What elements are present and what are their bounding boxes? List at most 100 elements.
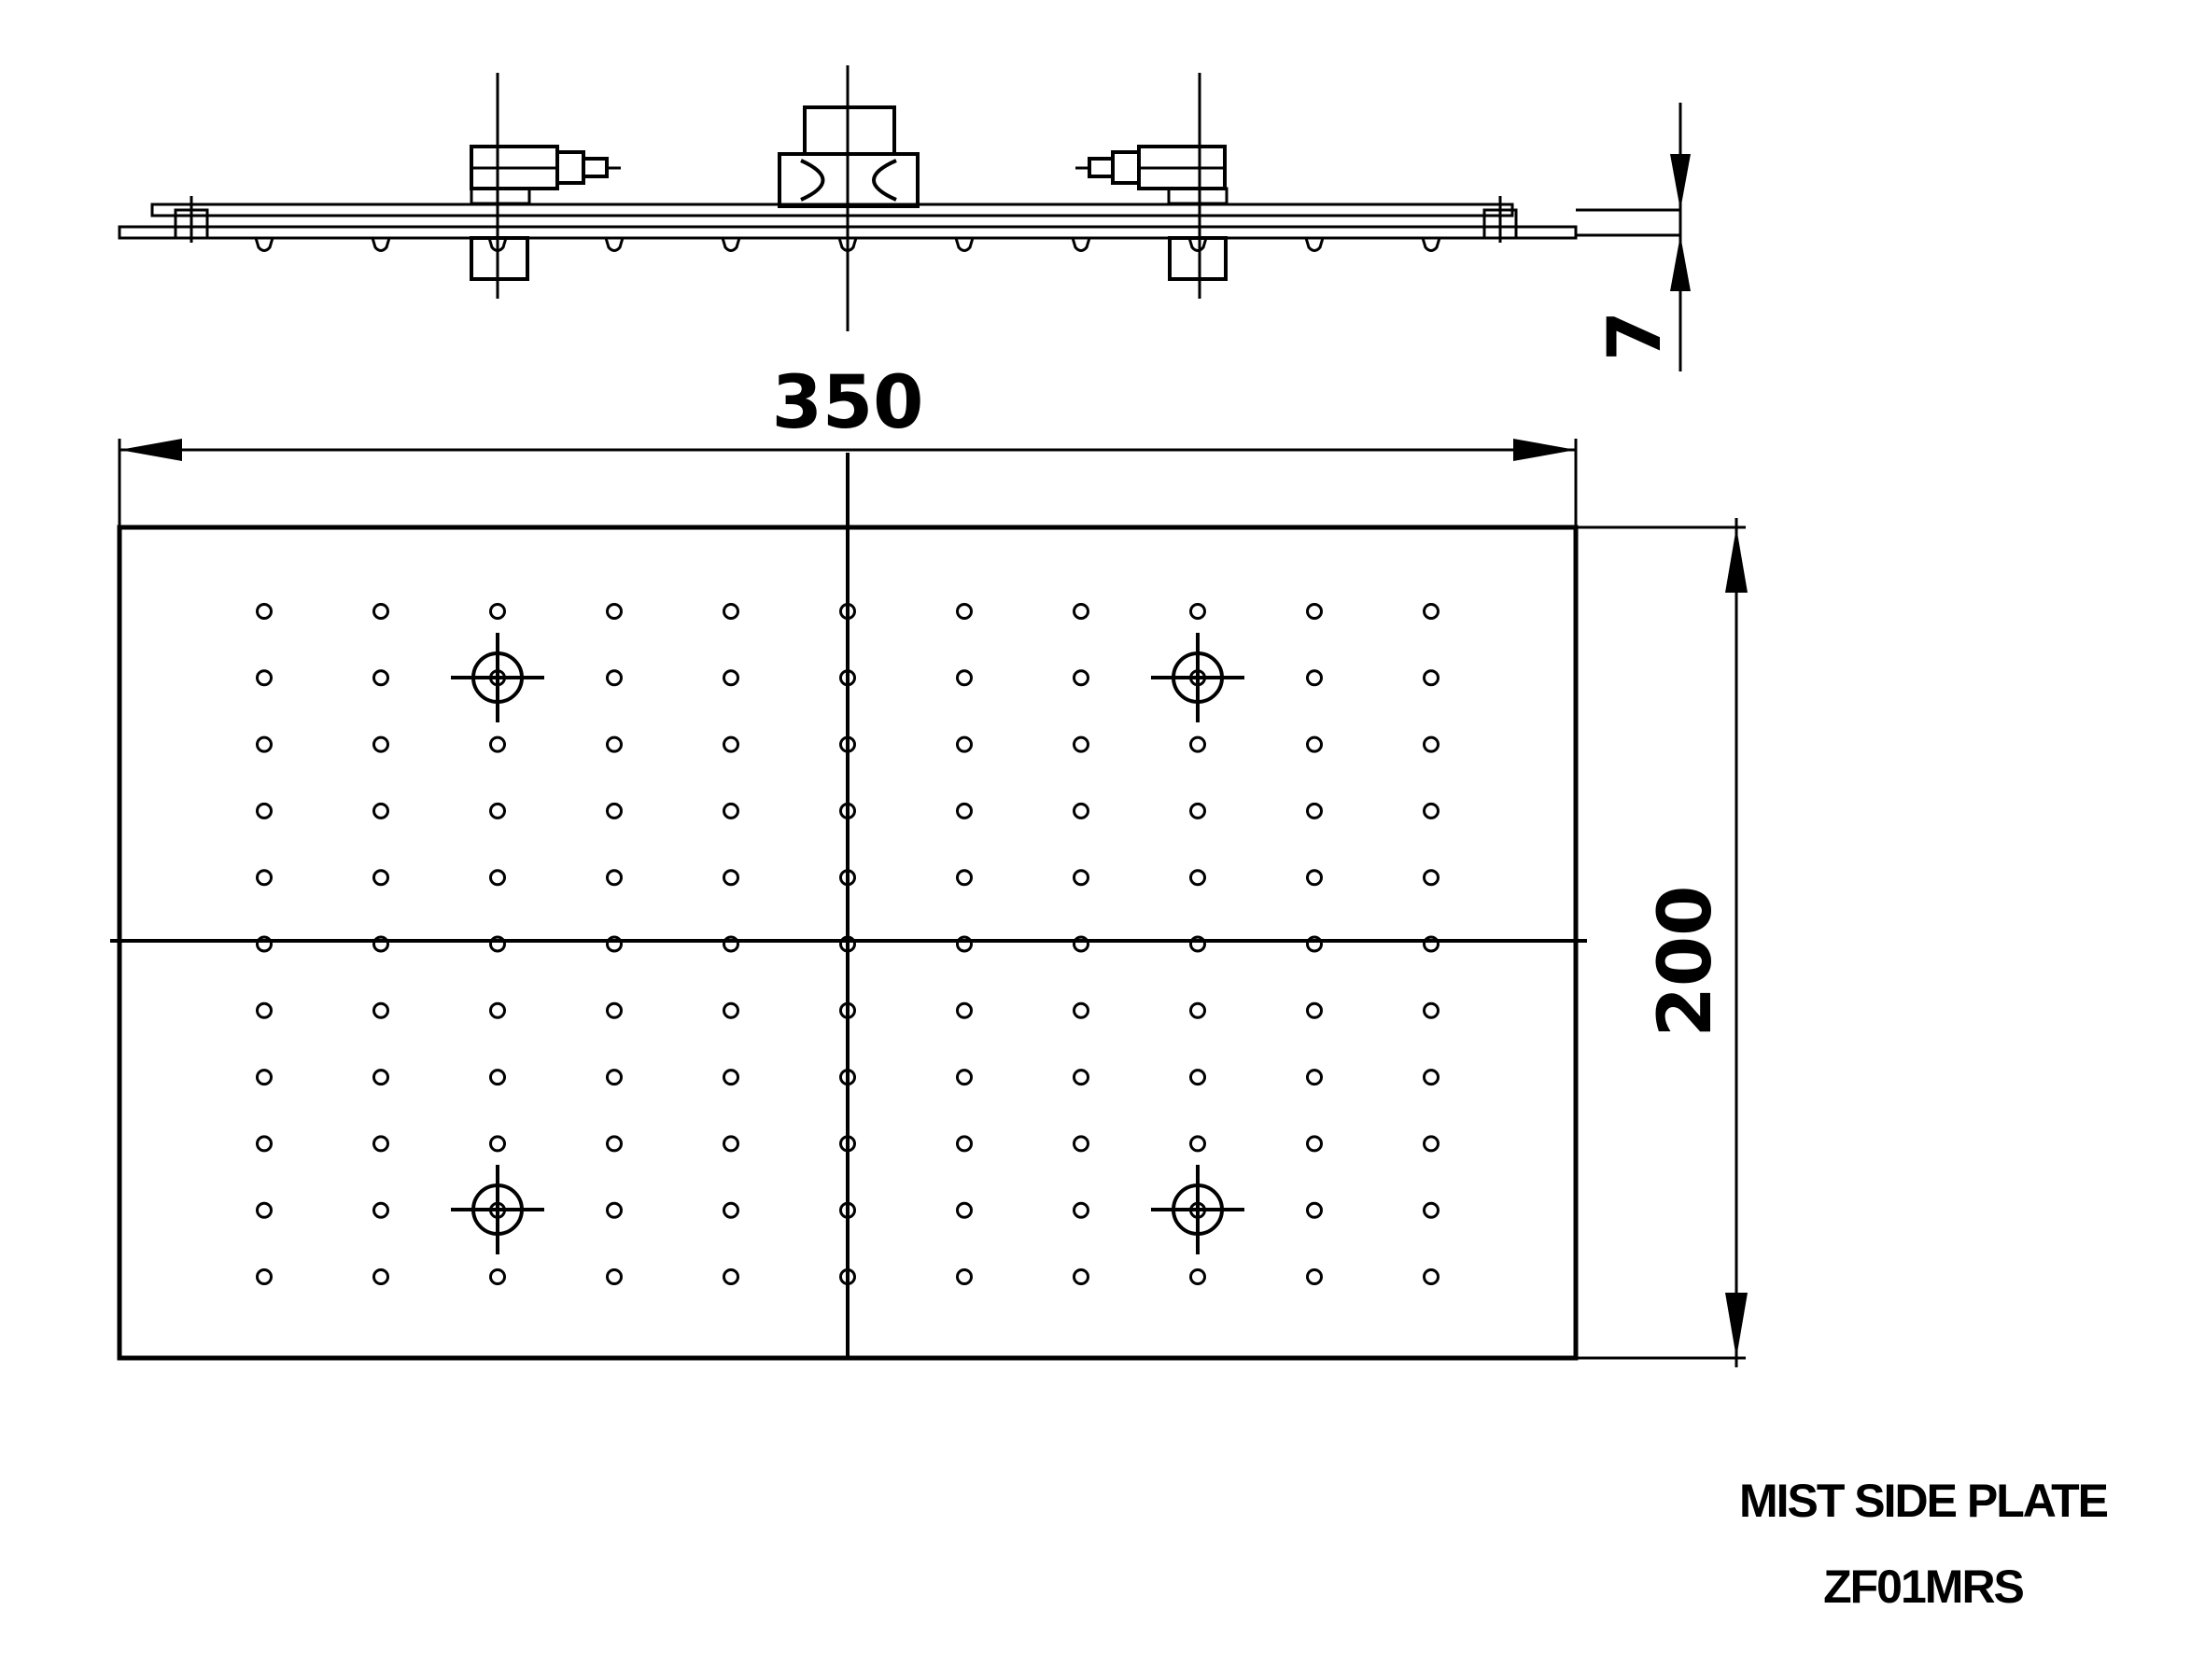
nozzle-hole	[1073, 935, 1089, 953]
nozzle-hole	[1073, 735, 1089, 753]
nozzle-hole	[839, 603, 856, 620]
side-elevation-view: 7	[118, 65, 1691, 371]
height-label: 200	[1644, 886, 1728, 1038]
nozzle-hole	[1073, 669, 1089, 687]
width-label: 350	[772, 361, 924, 445]
nozzle-hole	[839, 1201, 856, 1219]
side-nozzle-bump	[1304, 237, 1325, 252]
nozzle-hole	[606, 1135, 623, 1153]
nozzle-hole	[489, 802, 506, 819]
right-fitting	[1075, 73, 1229, 299]
nozzle-hole	[1189, 1001, 1206, 1019]
nozzle-hole	[1306, 603, 1323, 620]
nozzle-hole	[723, 1201, 739, 1219]
nozzle-hole	[1306, 669, 1323, 687]
nozzle-hole	[256, 669, 273, 687]
nozzle-hole	[1189, 1069, 1206, 1086]
nozzle-hole	[1306, 735, 1323, 753]
nozzle-hole	[489, 735, 506, 753]
mounting-hole	[451, 1165, 544, 1254]
nozzle-hole	[723, 1069, 739, 1086]
central-inlet-connector	[778, 65, 920, 331]
nozzle-hole	[723, 1268, 739, 1285]
side-nozzle-bump	[254, 237, 274, 252]
nozzle-hole	[372, 735, 389, 753]
nozzle-hole	[1073, 603, 1089, 620]
nozzle-hole	[606, 1069, 623, 1086]
nozzle-hole	[1423, 1268, 1440, 1285]
nozzle-hole	[1423, 1001, 1440, 1019]
mounting-hole	[451, 633, 544, 722]
nozzle-hole	[1423, 935, 1440, 953]
nozzle-hole	[489, 1001, 506, 1019]
nozzle-hole	[1306, 869, 1323, 887]
nozzle-hole	[1073, 1135, 1089, 1153]
nozzle-hole	[606, 869, 623, 887]
nozzle-hole	[256, 935, 273, 953]
nozzle-hole	[606, 735, 623, 753]
plan-view	[110, 453, 1587, 1361]
nozzle-hole	[1423, 1069, 1440, 1086]
nozzle-hole	[1073, 802, 1089, 819]
nozzle-hole	[723, 935, 739, 953]
nozzle-hole	[956, 1268, 973, 1285]
nozzle-hole	[956, 869, 973, 887]
nozzle-hole	[1189, 1135, 1206, 1153]
nozzle-hole	[606, 1201, 623, 1219]
nozzle-hole	[956, 935, 973, 953]
nozzle-hole	[839, 802, 856, 819]
nozzle-hole	[372, 603, 389, 620]
nozzle-hole	[956, 802, 973, 819]
nozzle-hole	[256, 1201, 273, 1219]
nozzle-hole	[956, 669, 973, 687]
nozzle-hole	[1189, 869, 1206, 887]
width-dimension	[118, 439, 1578, 527]
nozzle-hole	[256, 603, 273, 620]
nozzle-hole	[839, 669, 856, 687]
side-nozzle-bump	[604, 237, 625, 252]
nozzle-hole	[723, 802, 739, 819]
nozzle-hole	[1423, 802, 1440, 819]
nozzle-hole	[1423, 735, 1440, 753]
nozzle-hole	[606, 603, 623, 620]
nozzle-hole	[723, 669, 739, 687]
nozzle-hole	[1073, 1001, 1089, 1019]
nozzle-hole	[1189, 802, 1206, 819]
nozzle-hole	[723, 735, 739, 753]
thickness-dimension	[1576, 103, 1691, 371]
nozzle-hole	[256, 1135, 273, 1153]
mounting-hole	[1151, 1165, 1244, 1254]
nozzle-hole	[1073, 1268, 1089, 1285]
side-nozzle-bump	[1071, 237, 1091, 252]
nozzle-hole	[1423, 1135, 1440, 1153]
nozzle-hole	[372, 1268, 389, 1285]
nozzle-hole	[489, 869, 506, 887]
thickness-label: 7	[1594, 311, 1678, 361]
nozzle-hole	[723, 603, 739, 620]
nozzle-hole	[606, 802, 623, 819]
nozzle-hole	[489, 603, 506, 620]
nozzle-hole	[256, 1268, 273, 1285]
product-code: ZF01MRS	[1823, 1561, 2023, 1613]
nozzle-hole	[839, 1135, 856, 1153]
nozzle-hole	[256, 802, 273, 819]
nozzle-hole	[489, 1069, 506, 1086]
nozzle-hole	[372, 669, 389, 687]
nozzle-hole	[372, 1001, 389, 1019]
nozzle-hole	[956, 735, 973, 753]
nozzle-hole	[256, 1069, 273, 1086]
nozzle-hole	[956, 1135, 973, 1153]
nozzle-hole	[956, 1069, 973, 1086]
nozzle-hole	[723, 1135, 739, 1153]
side-nozzle-bump	[371, 237, 391, 252]
mounting-hole	[1151, 633, 1244, 722]
nozzle-hole	[1423, 1201, 1440, 1219]
nozzle-hole	[1189, 735, 1206, 753]
nozzle-hole	[606, 935, 623, 953]
nozzle-hole	[1189, 1268, 1206, 1285]
nozzle-hole	[372, 802, 389, 819]
nozzle-hole	[1306, 1135, 1323, 1153]
nozzle-hole	[1306, 1001, 1323, 1019]
nozzle-hole	[839, 1069, 856, 1086]
